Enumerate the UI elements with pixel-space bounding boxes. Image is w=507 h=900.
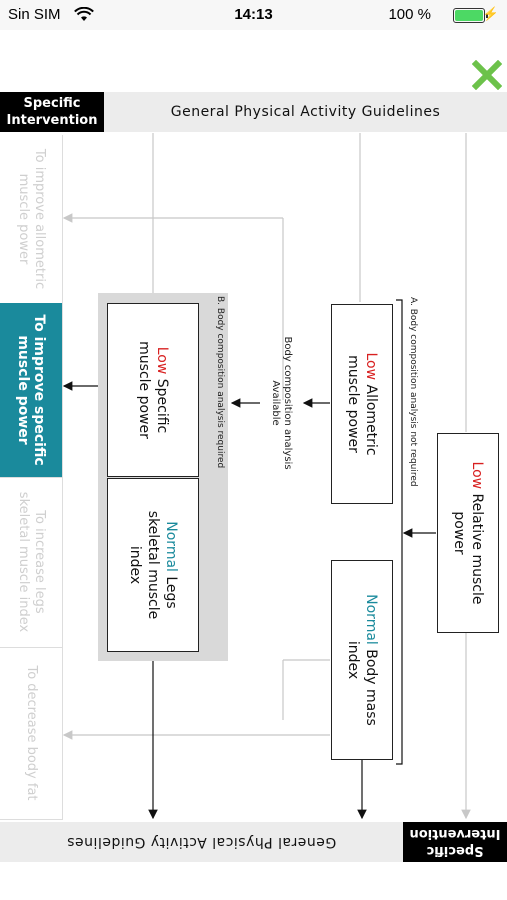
battery-icon <box>453 8 488 23</box>
lane-body-fat[interactable]: To decrease body fat <box>0 647 63 820</box>
note-b: B. Body composition analysis required <box>215 296 225 469</box>
general-guidelines-title: General Physical Activity Guidelines <box>170 104 441 120</box>
close-icon[interactable] <box>472 60 502 90</box>
status-bar: Sin SIM 14:13 100 % ⚡ <box>0 0 507 30</box>
carrier-label: Sin SIM <box>8 6 61 23</box>
note-a: A. Body composition analysis not require… <box>408 297 418 487</box>
status-low: Low <box>154 346 170 375</box>
wifi-icon <box>74 7 94 21</box>
clock: 14:13 <box>234 6 273 23</box>
footer-bar: General Physical Activity Guidelines Spe… <box>0 822 507 862</box>
status-low: Low <box>469 461 485 490</box>
battery-percent: 100 % <box>388 6 431 23</box>
status-normal: Normal <box>163 521 179 572</box>
charging-icon: ⚡ <box>482 6 499 21</box>
status-normal: Normal <box>363 594 379 645</box>
status-low: Low <box>363 352 379 381</box>
